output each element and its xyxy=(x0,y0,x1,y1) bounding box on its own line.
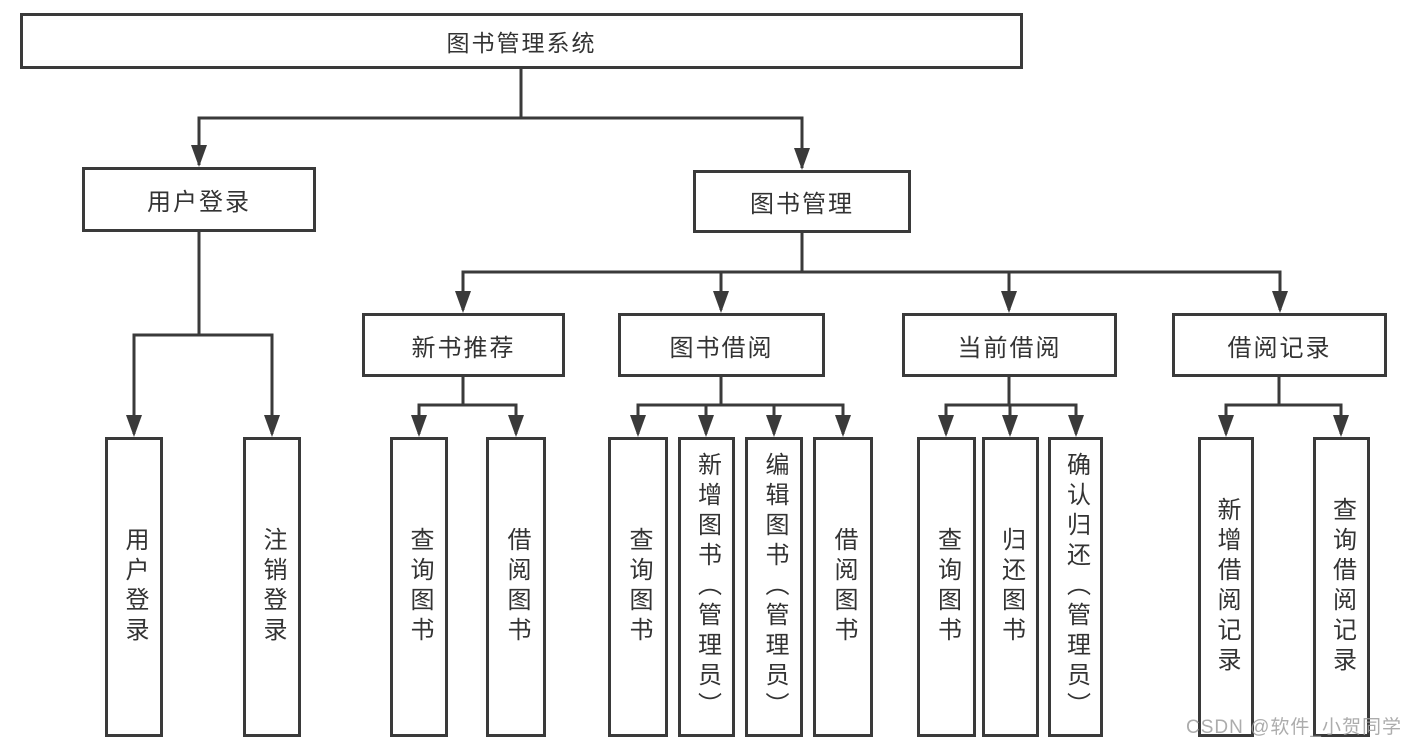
node-current-borrowing: 当前借阅 xyxy=(902,313,1117,377)
leaf-borrow-books-borrowing: 借阅图书 xyxy=(813,437,873,737)
node-label: 借阅图书 xyxy=(503,527,530,647)
leaf-edit-book-admin: 编辑图书（管理员） xyxy=(745,437,803,737)
node-label: 当前借阅 xyxy=(957,334,1062,362)
watermark: CSDN @软件_小贺同学 xyxy=(1186,717,1402,738)
node-label: 图书管理系统 xyxy=(446,30,597,56)
node-book-borrowing: 图书借阅 xyxy=(618,313,825,377)
node-label: 查询图书 xyxy=(933,527,961,647)
node-label: 查询借阅记录 xyxy=(1328,497,1356,677)
leaf-return-books: 归还图书 xyxy=(982,437,1039,737)
leaf-search-books-borrowing: 查询图书 xyxy=(608,437,668,737)
node-label: 用户登录 xyxy=(147,189,251,216)
leaf-add-borrow-record: 新增借阅记录 xyxy=(1198,437,1254,737)
leaf-add-book-admin: 新增图书（管理员） xyxy=(678,437,735,737)
node-label: 新书推荐 xyxy=(411,334,516,362)
node-label: 查询图书 xyxy=(406,527,433,647)
node-library-management-system: 图书管理系统 xyxy=(20,13,1023,69)
node-label: 图书管理 xyxy=(750,191,854,218)
node-borrowing-records: 借阅记录 xyxy=(1172,313,1387,377)
node-book-management: 图书管理 xyxy=(693,170,911,233)
node-label: 借阅记录 xyxy=(1227,334,1332,362)
node-label: 注销登录 xyxy=(259,527,286,647)
node-label: 确认归还（管理员） xyxy=(1062,452,1090,722)
leaf-confirm-return-admin: 确认归还（管理员） xyxy=(1048,437,1103,737)
leaf-logout: 注销登录 xyxy=(243,437,301,737)
leaf-user-login: 用户登录 xyxy=(105,437,163,737)
node-label: 用户登录 xyxy=(121,527,148,647)
node-user-login: 用户登录 xyxy=(82,167,316,232)
node-label: 图书借阅 xyxy=(669,334,774,362)
node-label: 借阅图书 xyxy=(830,527,857,647)
node-label: 归还图书 xyxy=(997,527,1025,647)
leaf-search-books-recommend: 查询图书 xyxy=(390,437,448,737)
node-label: 新增图书（管理员） xyxy=(693,452,721,722)
node-new-book-recommendation: 新书推荐 xyxy=(362,313,565,377)
node-label: 新增借阅记录 xyxy=(1213,497,1240,677)
node-label: 编辑图书（管理员） xyxy=(761,452,788,722)
leaf-search-books-current: 查询图书 xyxy=(917,437,976,737)
leaf-borrow-books-recommend: 借阅图书 xyxy=(486,437,546,737)
leaf-search-borrow-record: 查询借阅记录 xyxy=(1313,437,1370,737)
node-label: 查询图书 xyxy=(625,527,652,647)
